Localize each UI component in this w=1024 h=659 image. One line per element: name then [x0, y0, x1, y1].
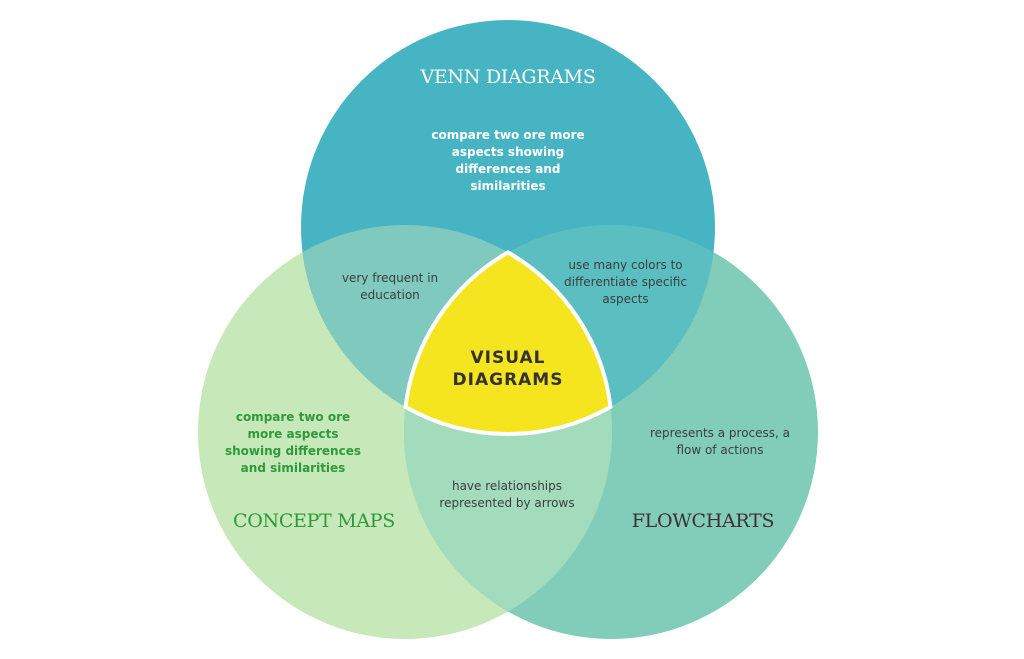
flowcharts-title: FLOWCHARTS — [631, 510, 775, 532]
flowcharts-description: represents a process, a flow of actions — [650, 426, 790, 457]
venn-concept-overlap-text: very frequent in education — [341, 271, 439, 302]
center-region-outline — [403, 250, 613, 437]
venn-diagrams-title: VENN DIAGRAMS — [420, 66, 596, 88]
venn-diagrams-description: compare two ore more aspects showing dif… — [431, 128, 585, 193]
venn-flow-overlap-text: use many colors to differentiate specifi… — [564, 258, 687, 306]
center-title-line-1: VISUAL — [470, 348, 546, 368]
concept-maps-title: CONCEPT MAPS — [232, 510, 396, 532]
concept-maps-description: compare two ore more aspects showing dif… — [225, 410, 361, 475]
center-title: VISUAL DIAGRAMS — [418, 347, 598, 391]
center-title-line-2: DIAGRAMS — [452, 370, 564, 390]
concept-flow-overlap-text: have relationships represented by arrows — [439, 479, 575, 510]
